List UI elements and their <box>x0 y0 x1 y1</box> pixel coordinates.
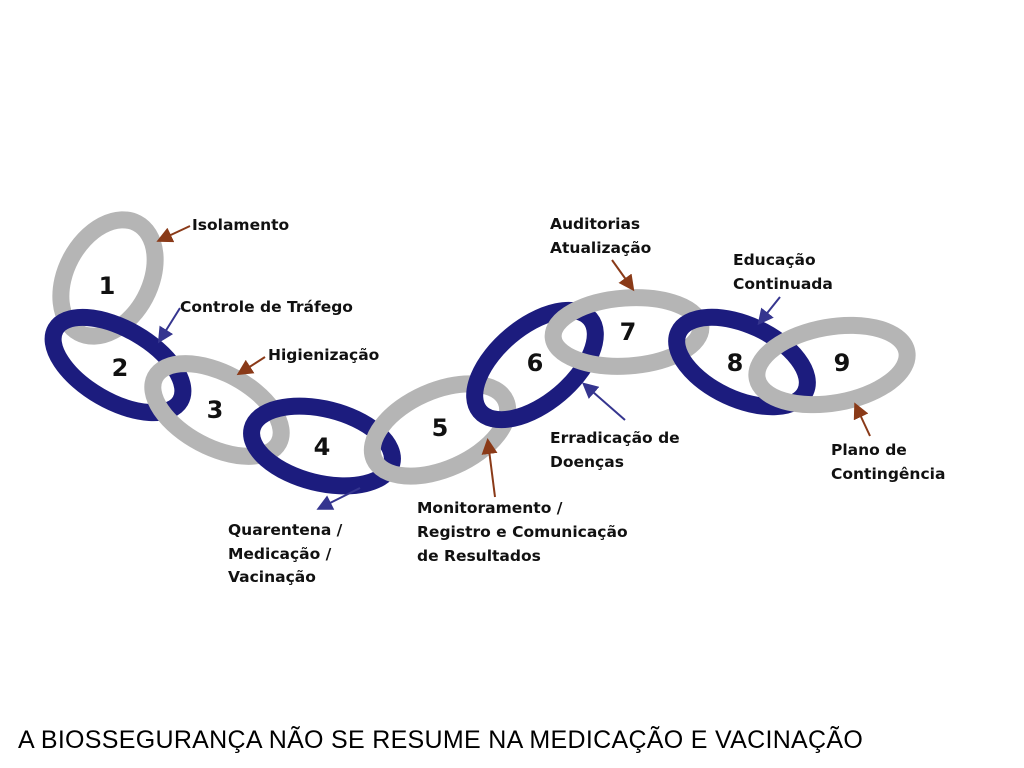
link-number: 9 <box>834 349 851 377</box>
label-line: Doenças <box>550 453 624 471</box>
arrow <box>157 307 181 344</box>
label-auditorias: Auditorias Atualização <box>550 215 651 257</box>
slide-caption: A BIOSSEGURANÇA NÃO SE RESUME NA MEDICAÇ… <box>18 726 864 754</box>
link-number: 2 <box>112 354 129 382</box>
link-number: 6 <box>527 349 544 377</box>
label-line: Quarentena / <box>228 521 343 539</box>
arrow <box>316 487 361 510</box>
link-number: 7 <box>620 318 637 346</box>
link-number: 3 <box>207 396 224 424</box>
chain-link-9 <box>748 316 916 414</box>
label-line: Atualização <box>550 239 651 257</box>
chain-link-2 <box>44 308 192 422</box>
arrow <box>757 296 781 326</box>
label-line: Contingência <box>831 465 945 483</box>
arrow <box>581 382 626 421</box>
label-line: Plano de <box>831 441 907 459</box>
arrow <box>481 438 498 498</box>
label-educacao: Educação Continuada <box>733 251 833 293</box>
chain-link-7 <box>544 289 710 375</box>
chain-link-3 <box>144 355 290 465</box>
label-line: Auditorias <box>550 215 640 233</box>
chain-link-5 <box>363 375 517 485</box>
link-number: 4 <box>314 433 331 461</box>
link-number: 8 <box>727 349 744 377</box>
label-controle-de-trafego: Controle de Tráfego <box>180 298 353 316</box>
chain-link-6 <box>466 301 604 429</box>
label-line: Registro e Comunicação <box>417 523 628 541</box>
label-monitoramento: Monitoramento / Registro e Comunicação d… <box>417 499 628 565</box>
label-line: Vacinação <box>228 568 316 586</box>
link-number: 1 <box>99 272 116 300</box>
chain-link-4 <box>243 397 401 495</box>
chain-link-1 <box>52 211 164 345</box>
label-line: Monitoramento / <box>417 499 563 517</box>
label-erradicacao: Erradicação de Doenças <box>550 429 680 471</box>
arrow <box>611 259 635 292</box>
chain-link-8 <box>668 308 816 416</box>
label-line: de Resultados <box>417 547 541 565</box>
label-line: Educação <box>733 251 816 269</box>
link-number: 5 <box>432 414 449 442</box>
label-line: Erradicação de <box>550 429 680 447</box>
label-line: Continuada <box>733 275 833 293</box>
label-line: Medicação / <box>228 545 332 563</box>
arrow <box>853 402 871 437</box>
label-quarentena: Quarentena / Medicação / Vacinação <box>228 521 343 586</box>
label-higienizacao: Higienização <box>268 346 379 364</box>
label-isolamento: Isolamento <box>192 216 289 234</box>
arrow <box>236 356 266 376</box>
arrow <box>156 225 191 243</box>
label-plano: Plano de Contingência <box>831 441 945 483</box>
